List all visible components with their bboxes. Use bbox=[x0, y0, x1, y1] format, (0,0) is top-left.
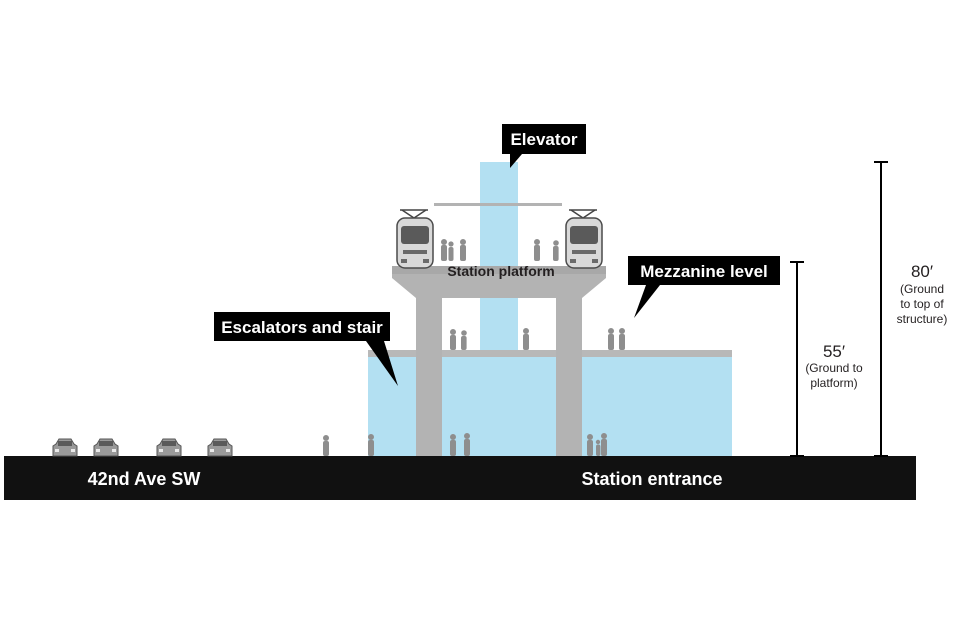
platform-height-dimension: 55′ (Ground to platform) bbox=[790, 261, 863, 457]
mezzanine-callout: Mezzanine level bbox=[628, 256, 780, 318]
escalators-callout: Escalators and stair bbox=[214, 312, 398, 386]
platform-cap bbox=[392, 272, 606, 298]
platform-canopy bbox=[434, 203, 562, 206]
structure-height-value: 80′ bbox=[911, 262, 933, 281]
street-cars bbox=[52, 438, 233, 457]
mezzanine-people bbox=[450, 328, 625, 350]
ground-band bbox=[4, 456, 916, 500]
elevator-label: Elevator bbox=[510, 130, 577, 149]
platform-height-note-1: (Ground to bbox=[805, 361, 863, 375]
left-column bbox=[416, 292, 442, 456]
structure-height-note-3: structure) bbox=[897, 312, 948, 326]
platform-slab bbox=[392, 266, 606, 274]
ground-people bbox=[323, 433, 607, 456]
street-label: 42nd Ave SW bbox=[88, 469, 201, 489]
platform-height-note-2: platform) bbox=[810, 376, 857, 390]
structure-height-dimension: 80′ (Ground to top of structure) bbox=[874, 161, 948, 457]
platform-height-value: 55′ bbox=[823, 342, 845, 361]
train-right bbox=[565, 209, 603, 269]
train-left bbox=[396, 209, 434, 269]
right-column bbox=[556, 292, 582, 456]
mezzanine-floor bbox=[368, 350, 732, 357]
station-platform-label: Station platform bbox=[447, 263, 554, 279]
elevator-callout: Elevator bbox=[502, 124, 586, 168]
structure-height-note-2: to top of bbox=[900, 297, 944, 311]
mezzanine-label: Mezzanine level bbox=[640, 262, 768, 281]
station-entrance-label: Station entrance bbox=[581, 469, 722, 489]
platform-people bbox=[441, 239, 559, 261]
structure-height-note-1: (Ground bbox=[900, 282, 944, 296]
escalators-label: Escalators and stair bbox=[221, 318, 383, 337]
